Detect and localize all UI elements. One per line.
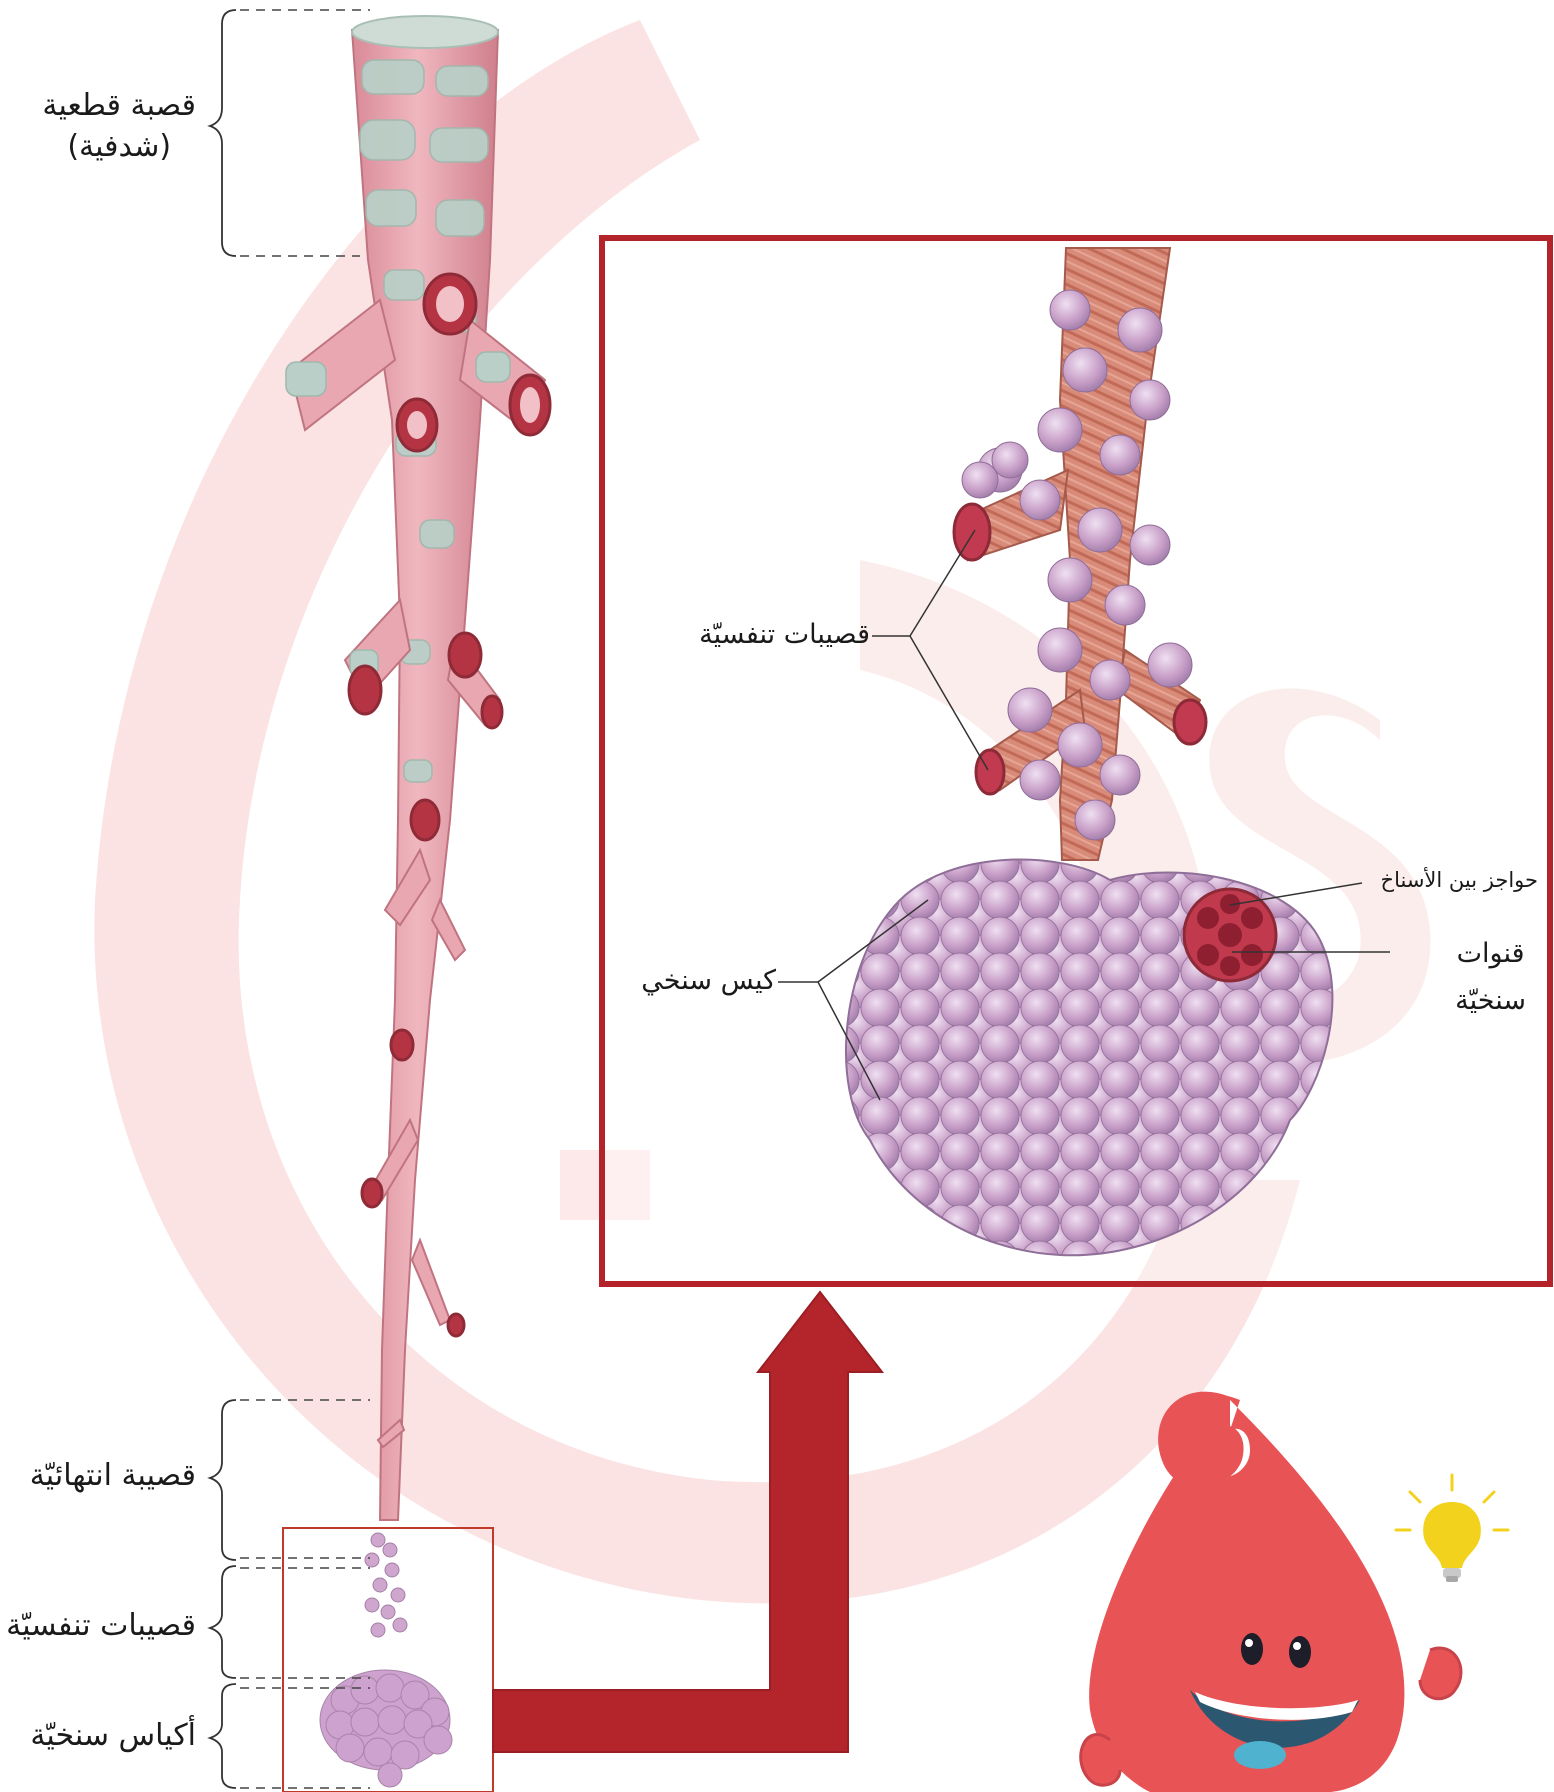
- lightbulb-icon: [0, 0, 1554, 1792]
